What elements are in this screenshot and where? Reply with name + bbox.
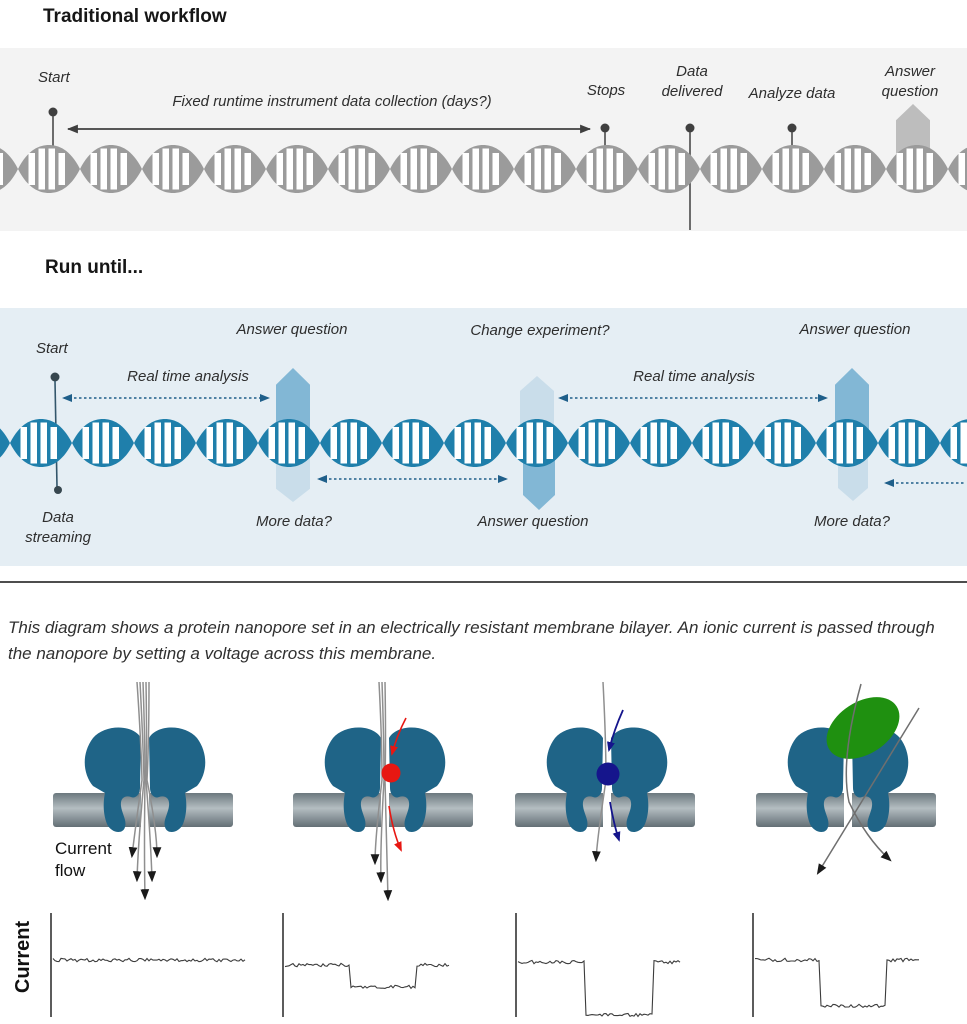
nanopore-panel-navy-analyte	[515, 681, 695, 863]
analyte-molecule-navy	[596, 762, 620, 786]
deflected-current-lines	[816, 683, 920, 875]
label-start-traditional: Start	[38, 69, 70, 86]
section-title-traditional: Traditional workflow	[43, 6, 227, 27]
pore-channel	[603, 793, 611, 827]
section-title-run-until: Run until...	[45, 257, 144, 278]
analyte-path-arrows-navy	[607, 709, 624, 842]
section-divider	[0, 581, 967, 583]
label-answer-question-traditional: Answer question	[881, 63, 939, 100]
nanopore-panel-blocked	[756, 683, 936, 875]
label-more-data-pin3: More data?	[814, 513, 890, 530]
current-trace-open-pore	[52, 957, 246, 963]
label-answer-question-top-right: Answer question	[799, 321, 911, 338]
analyze-data-dot	[787, 123, 797, 133]
start-dot-run-until	[50, 372, 60, 382]
pore-channel	[381, 793, 389, 827]
stops-dot	[600, 123, 610, 133]
label-answer-question-pin1: Answer question	[236, 321, 348, 338]
dna-helix-blue	[0, 417, 967, 469]
label-data-streaming: Data streaming	[25, 509, 91, 546]
nanopore-panel-open	[53, 681, 233, 901]
label-answer-question-pin2: Answer question	[477, 513, 589, 530]
label-fixed-runtime: Fixed runtime instrument data collection…	[172, 93, 492, 110]
label-real-time-analysis-right: Real time analysis	[633, 368, 755, 385]
start-dot	[48, 107, 58, 117]
label-stops: Stops	[586, 82, 626, 99]
label-data-delivered: Data delivered	[661, 63, 723, 100]
label-more-data-pin1: More data?	[256, 513, 332, 530]
pore-channel	[844, 793, 852, 827]
label-analyze-data: Analyze data	[748, 85, 836, 102]
ion-current-lines	[128, 681, 162, 901]
label-current-axis: Current	[12, 920, 34, 994]
label-start-run-until: Start	[36, 340, 68, 357]
analyte-molecule-red	[381, 763, 401, 783]
nanopore-caption: This diagram shows a protein nanopore se…	[8, 618, 935, 663]
current-traces	[50, 913, 919, 1018]
label-current-flow: Current flow	[55, 839, 112, 880]
data-delivered-dot	[685, 123, 695, 133]
analyte-path-arrows-red	[388, 717, 407, 852]
data-streaming-dot	[54, 486, 62, 494]
current-trace-shallow-blockade	[284, 962, 450, 990]
label-change-experiment: Change experiment?	[470, 322, 610, 339]
dna-helix-gray	[0, 143, 967, 195]
traditional-panel-background	[0, 48, 967, 231]
blocker-molecule-green	[826, 697, 900, 759]
current-trace-medium-blockade	[754, 957, 919, 1009]
nanopore-panel-red-analyte	[293, 681, 473, 902]
current-trace-deep-blockade	[517, 959, 681, 1018]
label-real-time-analysis-left: Real time analysis	[127, 368, 249, 385]
